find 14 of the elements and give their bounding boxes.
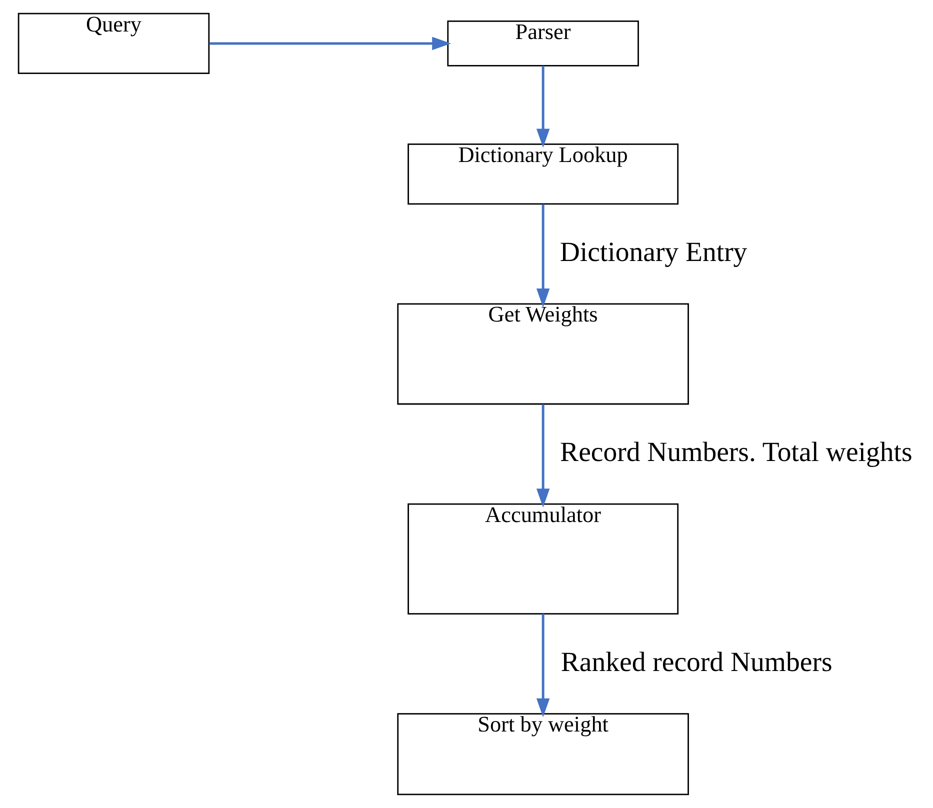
edge-label: Ranked record Numbers [560, 646, 832, 678]
node-box: Sort by weight [396, 713, 688, 796]
node-box: Query [17, 12, 210, 74]
edge-label: Record Numbers. Total weights [560, 436, 912, 468]
arrow [536, 614, 550, 718]
node-box: Get Weights [396, 303, 688, 405]
arrow [208, 36, 451, 50]
node-box: Dictionary Lookup [407, 143, 678, 205]
node-box: Accumulator [407, 503, 678, 614]
node-box: Parser [446, 20, 638, 66]
edge-label: Dictionary Entry [559, 236, 747, 268]
arrow [536, 204, 550, 308]
arrow [536, 66, 550, 148]
arrow [536, 404, 550, 508]
